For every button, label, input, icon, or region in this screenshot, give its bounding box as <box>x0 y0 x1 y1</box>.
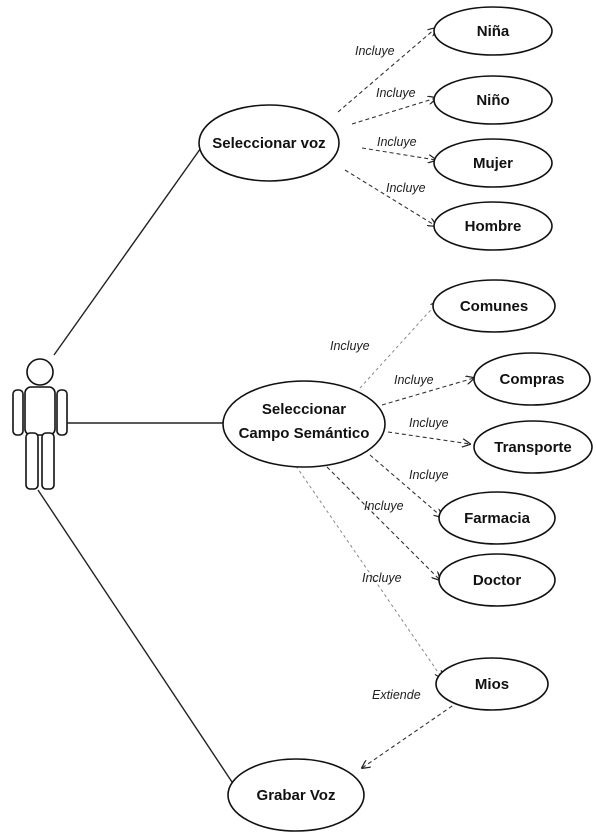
use-case-campo-semantico[interactable]: Seleccionar Campo Semántico <box>222 380 386 468</box>
use-case-label-line2: Campo Semántico <box>239 425 370 442</box>
relation-label-campo-farmacia: Incluye <box>409 468 449 482</box>
use-case-compras[interactable]: Compras <box>473 352 591 406</box>
relation-label-mios-grabar: Extiende <box>372 688 421 702</box>
use-case-label: Hombre <box>465 218 522 235</box>
dep-mios-grabar <box>362 701 459 768</box>
use-case-grabar-voz[interactable]: Grabar Voz <box>227 758 365 832</box>
use-case-transporte[interactable]: Transporte <box>473 420 593 474</box>
relation-label-voz-nino: Incluye <box>376 86 416 100</box>
relation-label-campo-transporte: Incluye <box>409 416 449 430</box>
use-case-mios[interactable]: Mios <box>435 657 549 711</box>
dep-voz-nino <box>351 98 436 125</box>
actor-head <box>26 358 54 386</box>
use-case-label: Mujer <box>473 155 513 172</box>
use-case-mujer[interactable]: Mujer <box>433 138 553 188</box>
use-case-comunes[interactable]: Comunes <box>432 279 556 333</box>
dep-voz-hombre <box>344 169 436 226</box>
use-case-label: Compras <box>499 371 564 388</box>
use-case-label: Niña <box>477 23 510 40</box>
use-case-label: Niño <box>476 92 509 109</box>
actor-body <box>24 386 56 436</box>
dep-campo-farmacia <box>369 454 442 517</box>
relation-label-campo-mios: Incluye <box>362 571 402 585</box>
dep-voz-mujer <box>361 147 436 160</box>
relation-label-campo-doctor: Incluye <box>364 499 404 513</box>
actor-user <box>12 358 68 490</box>
use-case-hombre[interactable]: Hombre <box>433 201 553 251</box>
relation-label-campo-comunes: Incluye <box>330 339 370 353</box>
use-case-seleccionar-voz[interactable]: Seleccionar voz <box>198 104 340 182</box>
assoc-seleccionar-voz <box>53 144 204 356</box>
dep-campo-comunes <box>359 302 438 389</box>
use-case-label: Farmacia <box>464 510 531 527</box>
use-case-label: Doctor <box>473 572 521 589</box>
use-case-label: Comunes <box>460 298 528 315</box>
use-case-doctor[interactable]: Doctor <box>438 553 556 607</box>
dep-campo-mios <box>295 465 442 678</box>
actor-right-arm <box>56 389 68 436</box>
use-case-label-line1: Seleccionar <box>262 401 346 418</box>
relation-label-voz-mujer: Incluye <box>377 135 417 149</box>
actor-right-leg <box>41 432 55 490</box>
actor-left-arm <box>12 389 24 436</box>
assoc-grabar-voz <box>37 489 233 783</box>
use-case-label: Grabar Voz <box>257 787 336 804</box>
use-case-nino[interactable]: Niño <box>433 75 553 125</box>
use-case-nina[interactable]: Niña <box>433 6 553 56</box>
relation-label-voz-nina: Incluye <box>355 44 395 58</box>
dep-voz-nina <box>337 28 436 113</box>
use-case-label: Seleccionar voz <box>212 135 325 152</box>
use-case-label: Mios <box>475 676 509 693</box>
dep-campo-transporte <box>387 431 470 444</box>
use-case-farmacia[interactable]: Farmacia <box>438 491 556 545</box>
dep-campo-compras <box>381 378 474 406</box>
relation-label-campo-compras: Incluye <box>394 373 434 387</box>
actor-left-leg <box>25 432 39 490</box>
relation-label-voz-hombre: Incluye <box>386 181 426 195</box>
use-case-label: Transporte <box>494 439 572 456</box>
